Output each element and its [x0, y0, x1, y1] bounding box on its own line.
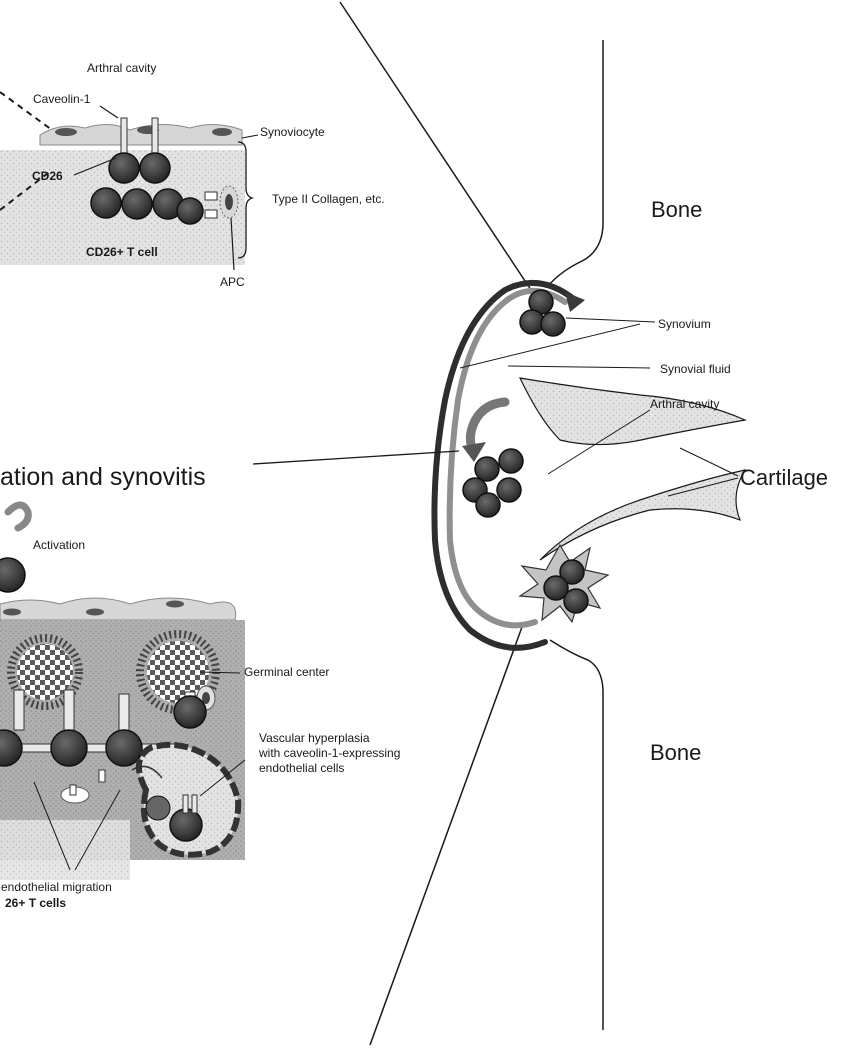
synoviocyte-nucleus [212, 128, 232, 136]
inflamed-synovium-inset [0, 505, 245, 880]
migration-arrowhead [565, 292, 585, 312]
synovium-leader [566, 318, 655, 322]
synovium-label: Synovium [658, 317, 711, 331]
synoviocyte-nucleus [55, 128, 77, 136]
migration-label-line1: endothelial migration [1, 880, 112, 894]
vascular-label-line3: endothelial cells [259, 761, 344, 775]
inset-leader-top [340, 2, 535, 296]
cartilage-label: Cartilage [740, 465, 828, 490]
synoviocyte-label: Synoviocyte [260, 125, 325, 139]
bone-top-label: Bone [651, 197, 702, 222]
inflammation-title: ation and synovitis [0, 463, 206, 491]
joint-schematic [340, 2, 745, 1045]
arthral-cavity-top-label: Arthral cavity [87, 61, 156, 75]
arthral-cavity-right-label: Arthral cavity [650, 397, 719, 411]
bone-bottom-outline [550, 640, 603, 1030]
activation-arrow [8, 505, 28, 528]
bone-top-outline [548, 40, 603, 286]
cartilage-lower [540, 470, 745, 560]
synovial-fluid-leader [508, 366, 650, 368]
inset-leader-bottom [370, 627, 522, 1045]
cartilage-leader-1 [680, 448, 738, 476]
cd26-label: CD26 [32, 169, 63, 183]
synovial-fluid-label: Synovial fluid [660, 362, 731, 376]
vascular-label-line1: Vascular hyperplasia [259, 731, 370, 745]
activation-label: Activation [33, 538, 85, 552]
inflamed-synoviocyte-layer [0, 598, 236, 620]
bone-bottom-label: Bone [650, 740, 701, 765]
apc-label: APC [220, 275, 245, 289]
cartilage-upper [520, 378, 745, 445]
cd26-t-cell-label: CD26+ T cell [86, 245, 158, 259]
caveolin-label: Caveolin-1 [33, 92, 91, 106]
synoviocyte-leader [242, 135, 258, 138]
caveolin-leader [100, 106, 118, 118]
collagen-label: Type II Collagen, etc. [272, 192, 385, 206]
migration-label-line2: 26+ T cells [5, 896, 66, 910]
germinal-center-label: Germinal center [244, 665, 329, 679]
vascular-label-line2: with caveolin-1-expressing [258, 746, 400, 760]
activated-t-cell [0, 558, 25, 592]
inflammation-pointer [253, 451, 459, 464]
